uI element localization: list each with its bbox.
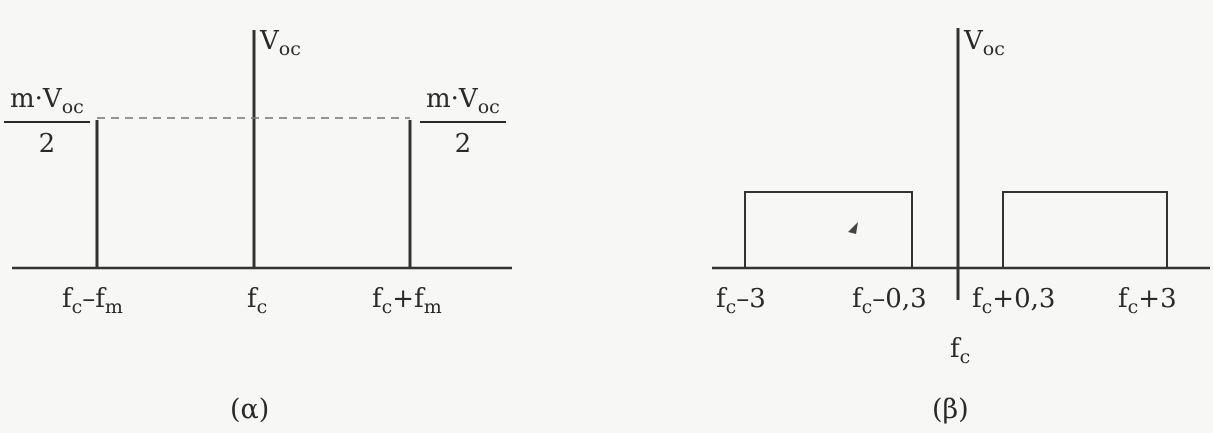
- a-tick-upper: fc+fm: [372, 284, 442, 318]
- a-left-amplitude-label: m·Voc 2: [4, 86, 90, 157]
- a-tick-center: fc: [247, 284, 268, 318]
- b-upper-sideband-band: [1002, 191, 1168, 269]
- a-caption: (α): [230, 394, 270, 425]
- a-right-amplitude-label: m·Voc 2: [420, 86, 506, 157]
- b-axis-label: Voc: [964, 26, 1005, 60]
- b-center-label: fc: [950, 334, 971, 368]
- a-axis-label: Voc: [260, 26, 301, 60]
- b-tick-minus-3: fc–3: [716, 284, 766, 318]
- b-tick-plus-3: fc+3: [1118, 284, 1177, 318]
- b-lower-sideband-band: [744, 191, 913, 269]
- b-caption: (β): [932, 394, 969, 425]
- a-tick-lower: fc–fm: [62, 284, 123, 318]
- b-scan-artifact-mark: [848, 222, 858, 234]
- b-tick-plus-0-3: fc+0,3: [972, 284, 1056, 318]
- b-tick-minus-0-3: fc–0,3: [852, 284, 927, 318]
